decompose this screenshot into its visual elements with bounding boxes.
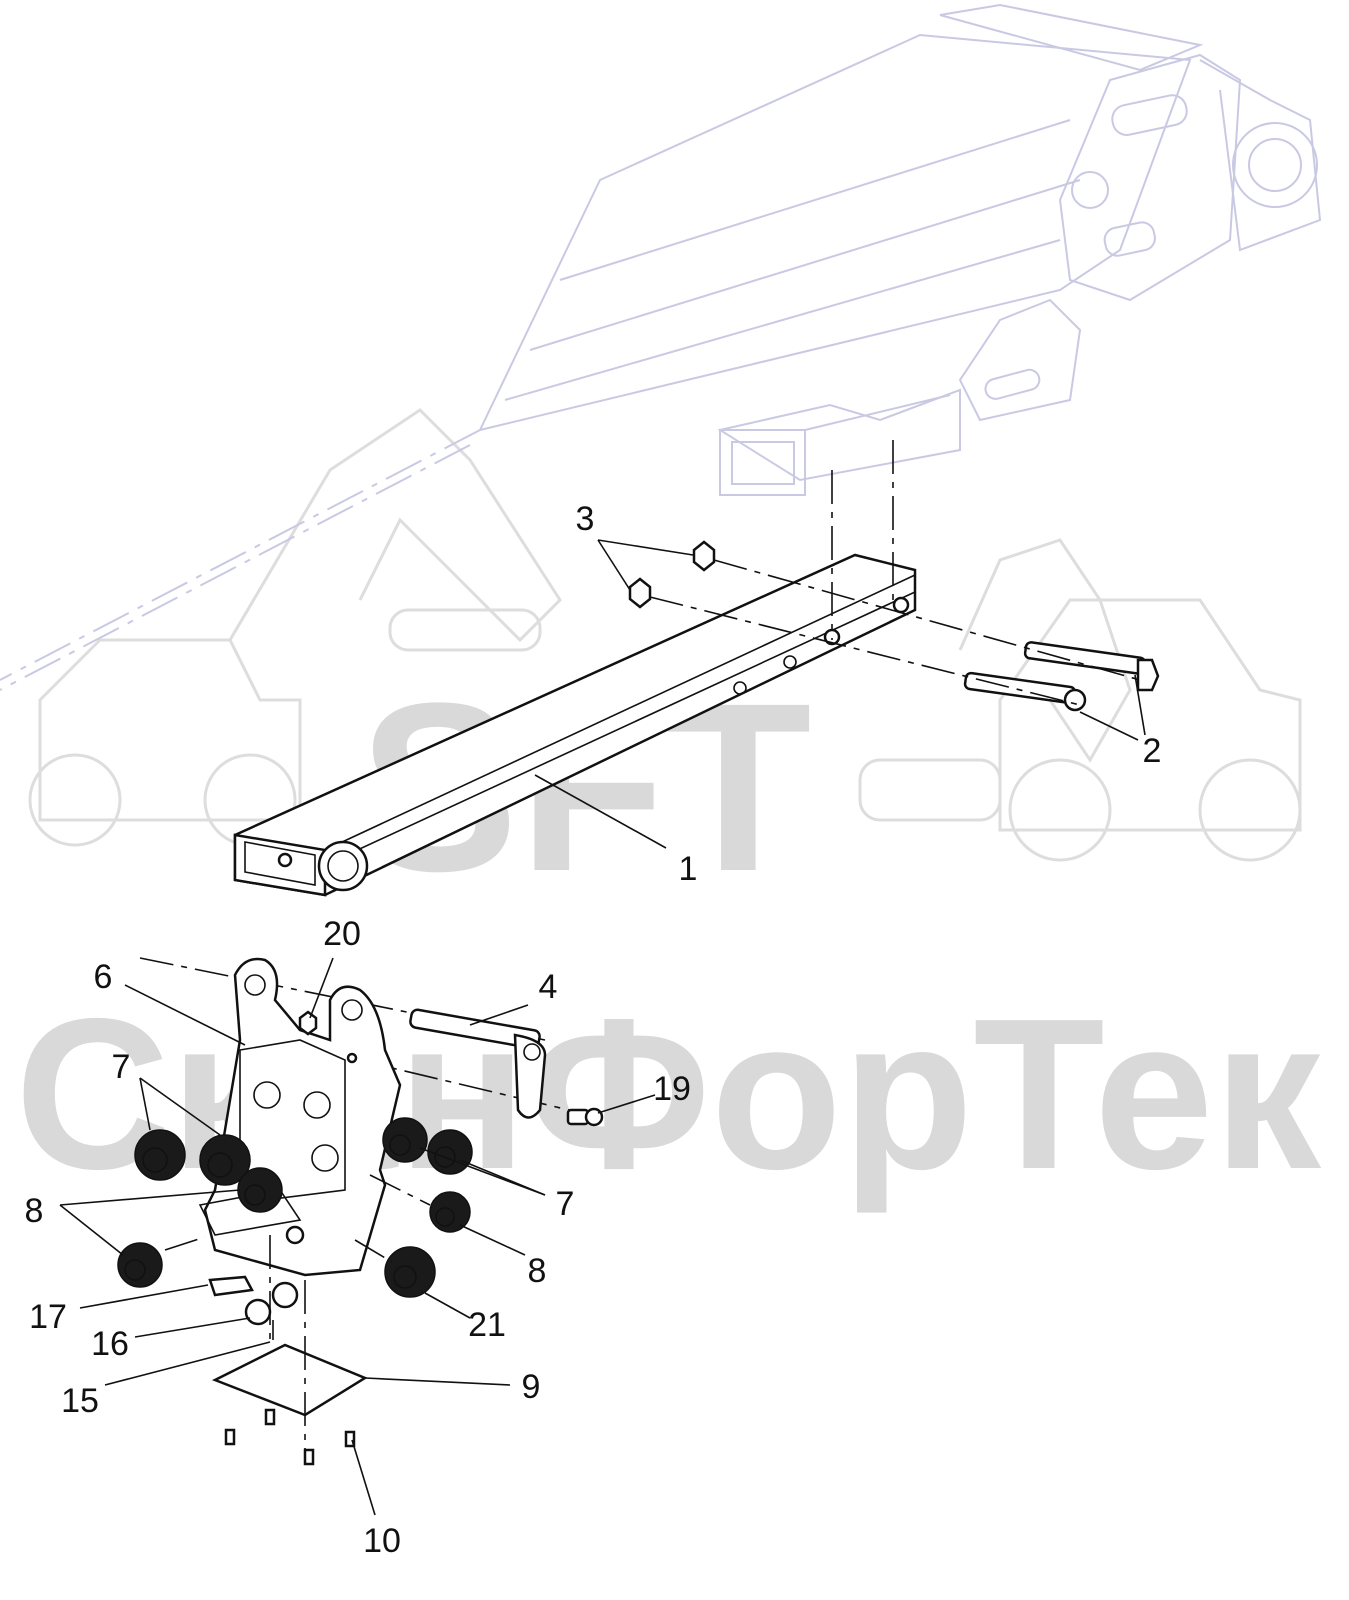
callout-4: 4 bbox=[539, 968, 558, 1006]
callout-7-left: 7 bbox=[112, 1048, 131, 1086]
bolts-part-2 bbox=[963, 641, 1160, 712]
callouts: 1 2 3 4 6 7 7 8 8 9 10 15 16 17 19 20 21 bbox=[25, 500, 1162, 1560]
callout-16: 16 bbox=[91, 1325, 129, 1363]
callout-7-right: 7 bbox=[556, 1185, 575, 1223]
callout-21: 21 bbox=[468, 1306, 506, 1344]
callout-10: 10 bbox=[363, 1522, 401, 1560]
boom-assembly bbox=[0, 3, 1322, 691]
nuts-part-3 bbox=[628, 540, 716, 609]
leader-lines bbox=[59, 539, 1146, 1516]
callout-3: 3 bbox=[576, 500, 595, 538]
assembly-axes-upper bbox=[649, 440, 1141, 706]
callout-20: 20 bbox=[323, 915, 361, 953]
callout-19: 19 bbox=[653, 1070, 691, 1108]
callout-6: 6 bbox=[94, 958, 113, 996]
callout-1: 1 bbox=[679, 850, 698, 888]
bracket-assembly bbox=[117, 957, 604, 1466]
callout-8-left: 8 bbox=[25, 1192, 44, 1230]
callout-9: 9 bbox=[522, 1368, 541, 1406]
callout-2: 2 bbox=[1143, 732, 1162, 770]
watermark-machine-left bbox=[28, 408, 562, 847]
tube-part-1 bbox=[233, 553, 917, 897]
callout-15: 15 bbox=[61, 1382, 99, 1420]
callout-8-right: 8 bbox=[528, 1252, 547, 1290]
callout-17: 17 bbox=[29, 1298, 67, 1336]
